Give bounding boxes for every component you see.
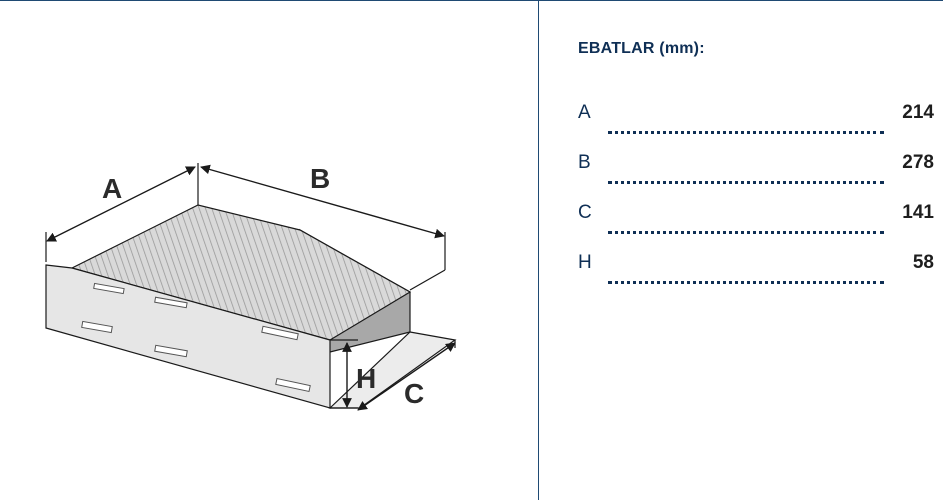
dimension-letter: H — [578, 252, 592, 273]
frame-slot — [81, 320, 113, 334]
label-a: A — [102, 173, 122, 204]
dimension-line-a — [46, 166, 196, 242]
dimension-letter: B — [578, 152, 591, 173]
frame-slot — [261, 325, 299, 341]
label-c: C — [404, 378, 424, 409]
frame-slots — [81, 282, 311, 393]
dimension-line-b — [200, 164, 445, 239]
panel-divider — [538, 0, 539, 500]
filter-diagram: A B H C — [45, 163, 457, 411]
dimensions-panel: EBATLAR (mm): A 214 B 278 C 141 H 58 — [578, 40, 934, 302]
dimension-letter: A — [578, 102, 591, 123]
label-h: H — [356, 363, 376, 394]
dotted-leader — [608, 218, 884, 234]
dimension-line-c — [357, 342, 456, 411]
dotted-leader — [608, 268, 884, 284]
frame-slot — [275, 377, 311, 393]
dimensions-title: EBATLAR (mm): — [578, 40, 705, 57]
filter-front-frame — [45, 264, 331, 409]
frame-slot — [93, 282, 125, 295]
dimension-row-a: A 214 — [578, 102, 934, 152]
filter-illustration: A B H C — [45, 163, 457, 411]
label-b: B — [310, 163, 330, 194]
dimension-row-c: C 141 — [578, 202, 934, 252]
frame-slot — [154, 296, 188, 309]
dimension-value: 214 — [902, 102, 934, 123]
dimension-letter: C — [578, 202, 592, 223]
dimension-value: 278 — [902, 152, 934, 173]
dimension-row-h: H 58 — [578, 252, 934, 302]
frame-slot — [154, 344, 188, 358]
extension-lines — [45, 163, 456, 409]
dimension-value: 141 — [902, 202, 934, 223]
dotted-leader — [608, 118, 884, 134]
dimension-row-b: B 278 — [578, 152, 934, 202]
dimension-value: 58 — [912, 252, 934, 273]
dotted-leader — [608, 168, 884, 184]
